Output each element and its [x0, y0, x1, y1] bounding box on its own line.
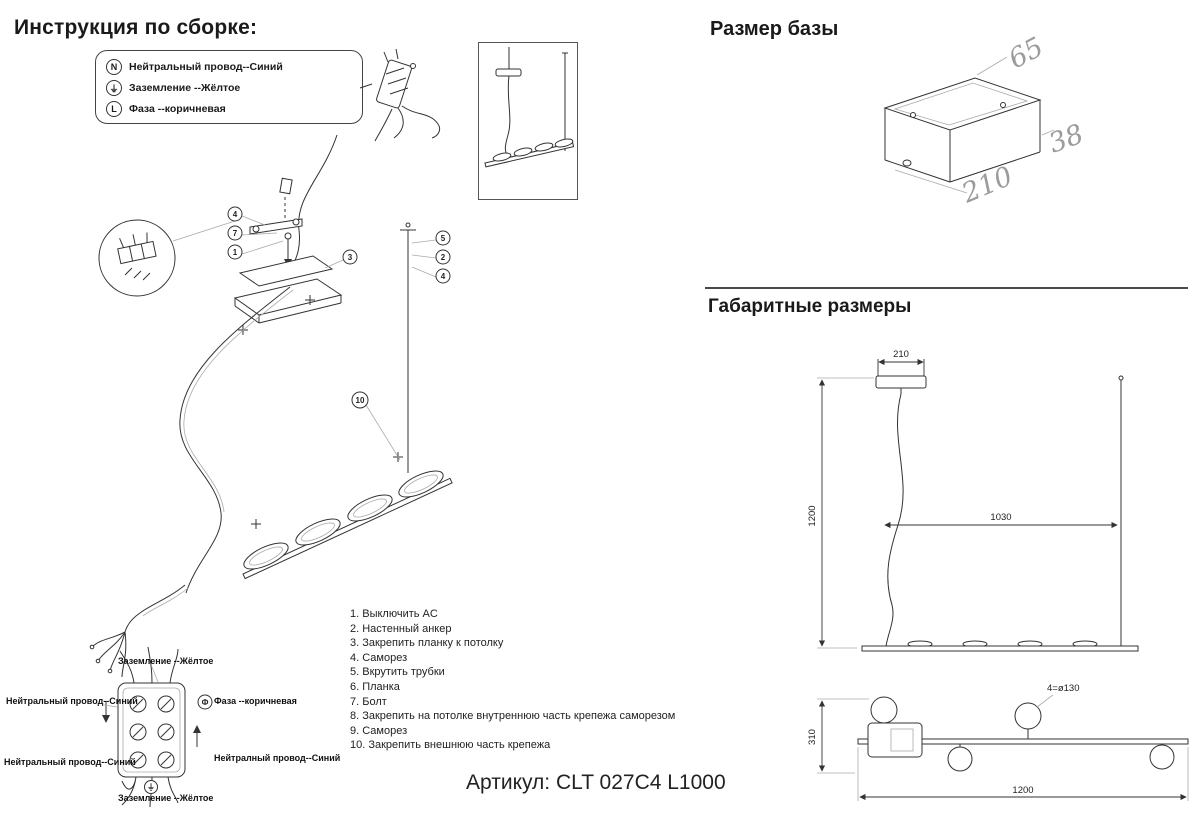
- assembly-step: 3. Закрепить планку к потолку: [350, 637, 504, 650]
- wiring-right-phase-label: Фаза --коричневая: [214, 696, 297, 706]
- assembly-steps-list: 1. Выключить AC 2. Настенный анкер 3. За…: [350, 607, 730, 753]
- callout-label: 7: [233, 229, 238, 238]
- legend-row-phase: L Фаза --коричневая: [106, 101, 352, 117]
- lamp-rings: [243, 470, 444, 570]
- terminal-screws: [129, 695, 175, 769]
- terminal-block-drawing: Ф ⏚: [89, 584, 213, 808]
- base-size-heading: Размер базы: [710, 18, 839, 40]
- callout-label: 3: [348, 253, 353, 262]
- base-isometric-drawing: 65 38 210: [883, 32, 1088, 210]
- assembled-view-frame: [478, 42, 578, 200]
- assembly-step: 10. Закрепить внешнюю часть крепежа: [350, 739, 551, 752]
- assembly-step: 7. Болт: [350, 695, 387, 708]
- drop-height-dim: 1200: [807, 505, 818, 526]
- overall-front-drawing: 210 1200 1030: [807, 349, 1139, 652]
- legend-ground-label: Заземление --Жёлтое: [129, 82, 241, 94]
- wiring-left-neutral-label: Нейтральный провод--Синий: [6, 696, 138, 706]
- alignment-marks: [238, 295, 403, 529]
- overall-top-drawing: 4=ø130 310 1200: [807, 683, 1189, 801]
- legend-row-neutral: N Нейтральный провод--Синий: [106, 59, 352, 75]
- callout-label: 4: [441, 272, 446, 281]
- callout-label: 1: [233, 248, 238, 257]
- assembly-step: 2. Настенный анкер: [350, 622, 452, 635]
- wiring-bottom-right-neutral-label: Нейтралный провод--Синий: [214, 753, 341, 763]
- wire-legend-box: N Нейтральный провод--Синий ⏚ Заземление…: [95, 50, 363, 124]
- neutral-symbol-icon: N: [106, 59, 122, 75]
- lamp-spec-label: 4=ø130: [1047, 683, 1080, 694]
- assembled-pendant-drawing: [484, 47, 575, 168]
- fixture-height-dim: 310: [807, 729, 818, 745]
- legend-neutral-label: Нейтральный провод--Синий: [129, 61, 283, 73]
- callout-label: 4: [233, 210, 238, 219]
- connector-plug-drawing: [359, 48, 441, 142]
- assembly-step: 8. Закрепить на потолке внутреннюю часть…: [350, 710, 676, 723]
- callout-label: 5: [441, 234, 446, 243]
- assembly-step: 5. Вкрутить трубки: [350, 666, 445, 679]
- phase-symbol-icon: L: [106, 101, 122, 117]
- assembly-step: 1. Выключить AC: [350, 608, 438, 620]
- wiring-bottom-left-neutral-label: Нейтральный провод--Синий: [4, 757, 136, 767]
- canopy-width-dim: 210: [893, 349, 909, 360]
- legend-phase-label: Фаза --коричневая: [129, 103, 226, 115]
- assembly-heading: Инструкция по сборке:: [14, 16, 258, 39]
- ground-symbol-mark: ⏚: [147, 783, 155, 792]
- callout-group-right: 5 2 4: [411, 230, 451, 284]
- ground-symbol-icon: ⏚: [106, 80, 122, 96]
- callout-label: 2: [441, 253, 446, 262]
- total-length-dim: 1200: [1012, 785, 1033, 796]
- article-number: Артикул: CLT 027C4 L1000: [466, 771, 726, 794]
- exploded-assembly-drawing: 4 7 1 3 5 2 4 10: [98, 134, 453, 594]
- assembly-step: 4. Саморез: [350, 651, 408, 664]
- span-dim: 1030: [990, 512, 1011, 523]
- base-height-dim: 38: [1045, 119, 1088, 160]
- wiring-top-ground-label: Заземление --Жёлтое: [118, 656, 214, 666]
- overall-dimensions-heading: Габаритные размеры: [708, 296, 912, 317]
- callout-label: 10: [356, 396, 365, 405]
- wiring-bottom-ground-label: Заземление --Жёлтое: [118, 793, 214, 803]
- legend-row-ground: ⏚ Заземление --Жёлтое: [106, 80, 352, 96]
- assembly-step: 6. Планка: [350, 680, 400, 693]
- callout-group-left: 4 7 1: [227, 206, 284, 260]
- section-divider: [705, 287, 1188, 289]
- assembly-step: 9. Саморез: [350, 724, 408, 737]
- base-depth-dim: 65: [1004, 32, 1049, 76]
- base-width-dim: 210: [957, 161, 1017, 210]
- phase-symbol-mark: Ф: [202, 698, 209, 707]
